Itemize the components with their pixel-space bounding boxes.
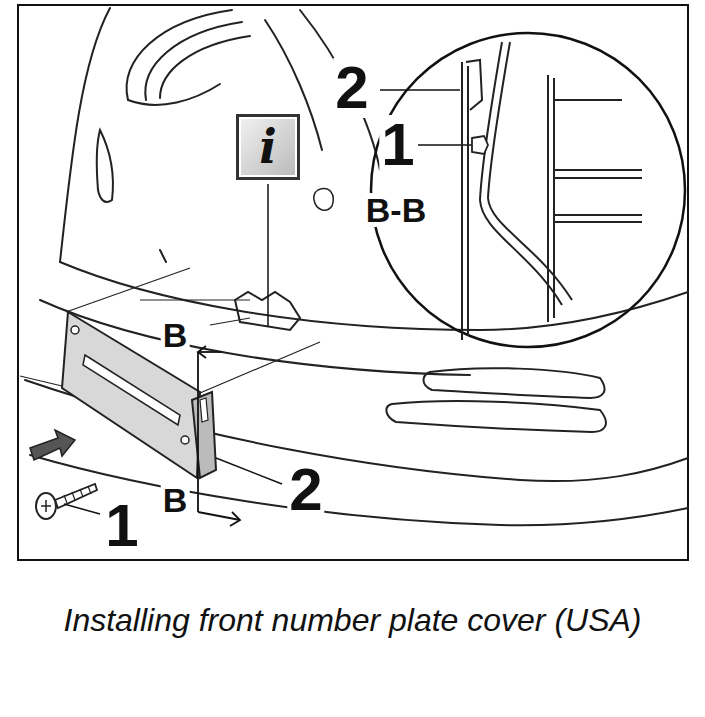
section-label: B [161,483,190,517]
info-symbol: i [259,124,276,170]
callout-number: 2 [333,58,370,118]
number-plate [62,312,200,478]
section-line [198,346,240,526]
section-label: B-B [364,193,428,227]
screw [36,484,97,519]
leader-lines [64,90,472,514]
callout-number: 1 [103,496,140,556]
car-body [25,8,688,525]
detail-circle [371,33,685,347]
info-icon: i [236,114,300,180]
push-arrow [30,430,75,460]
figure-caption: Installing front number plate cover (USA… [47,600,658,640]
frame [18,5,688,560]
callout-number: 1 [379,115,416,175]
callout-number: 2 [287,460,324,520]
mounting-bracket [192,392,216,478]
section-label: B [161,318,190,352]
